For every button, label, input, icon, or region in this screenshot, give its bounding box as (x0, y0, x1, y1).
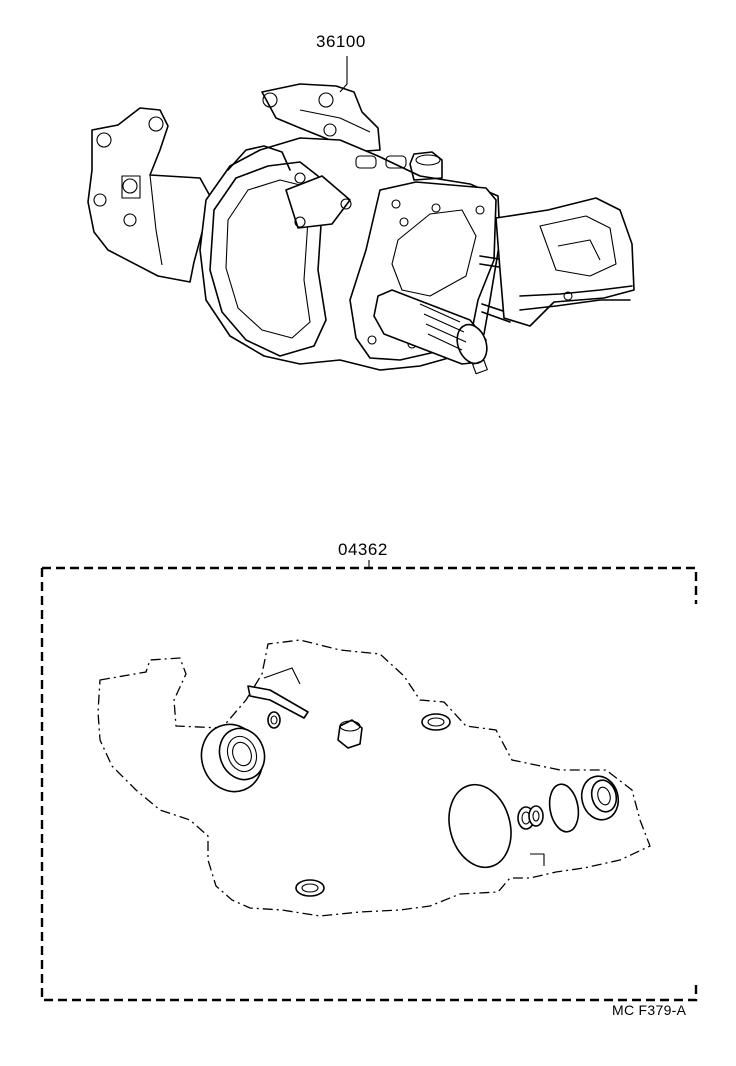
gasket-kit-part-number: 04362 (338, 540, 388, 559)
transaxle-assembly-drawing (87, 56, 635, 375)
figure-reference-code: MC F379-A (612, 1002, 687, 1018)
gasket-kit-drawing (40, 560, 698, 1002)
transaxle-part-number: 36100 (316, 32, 366, 51)
